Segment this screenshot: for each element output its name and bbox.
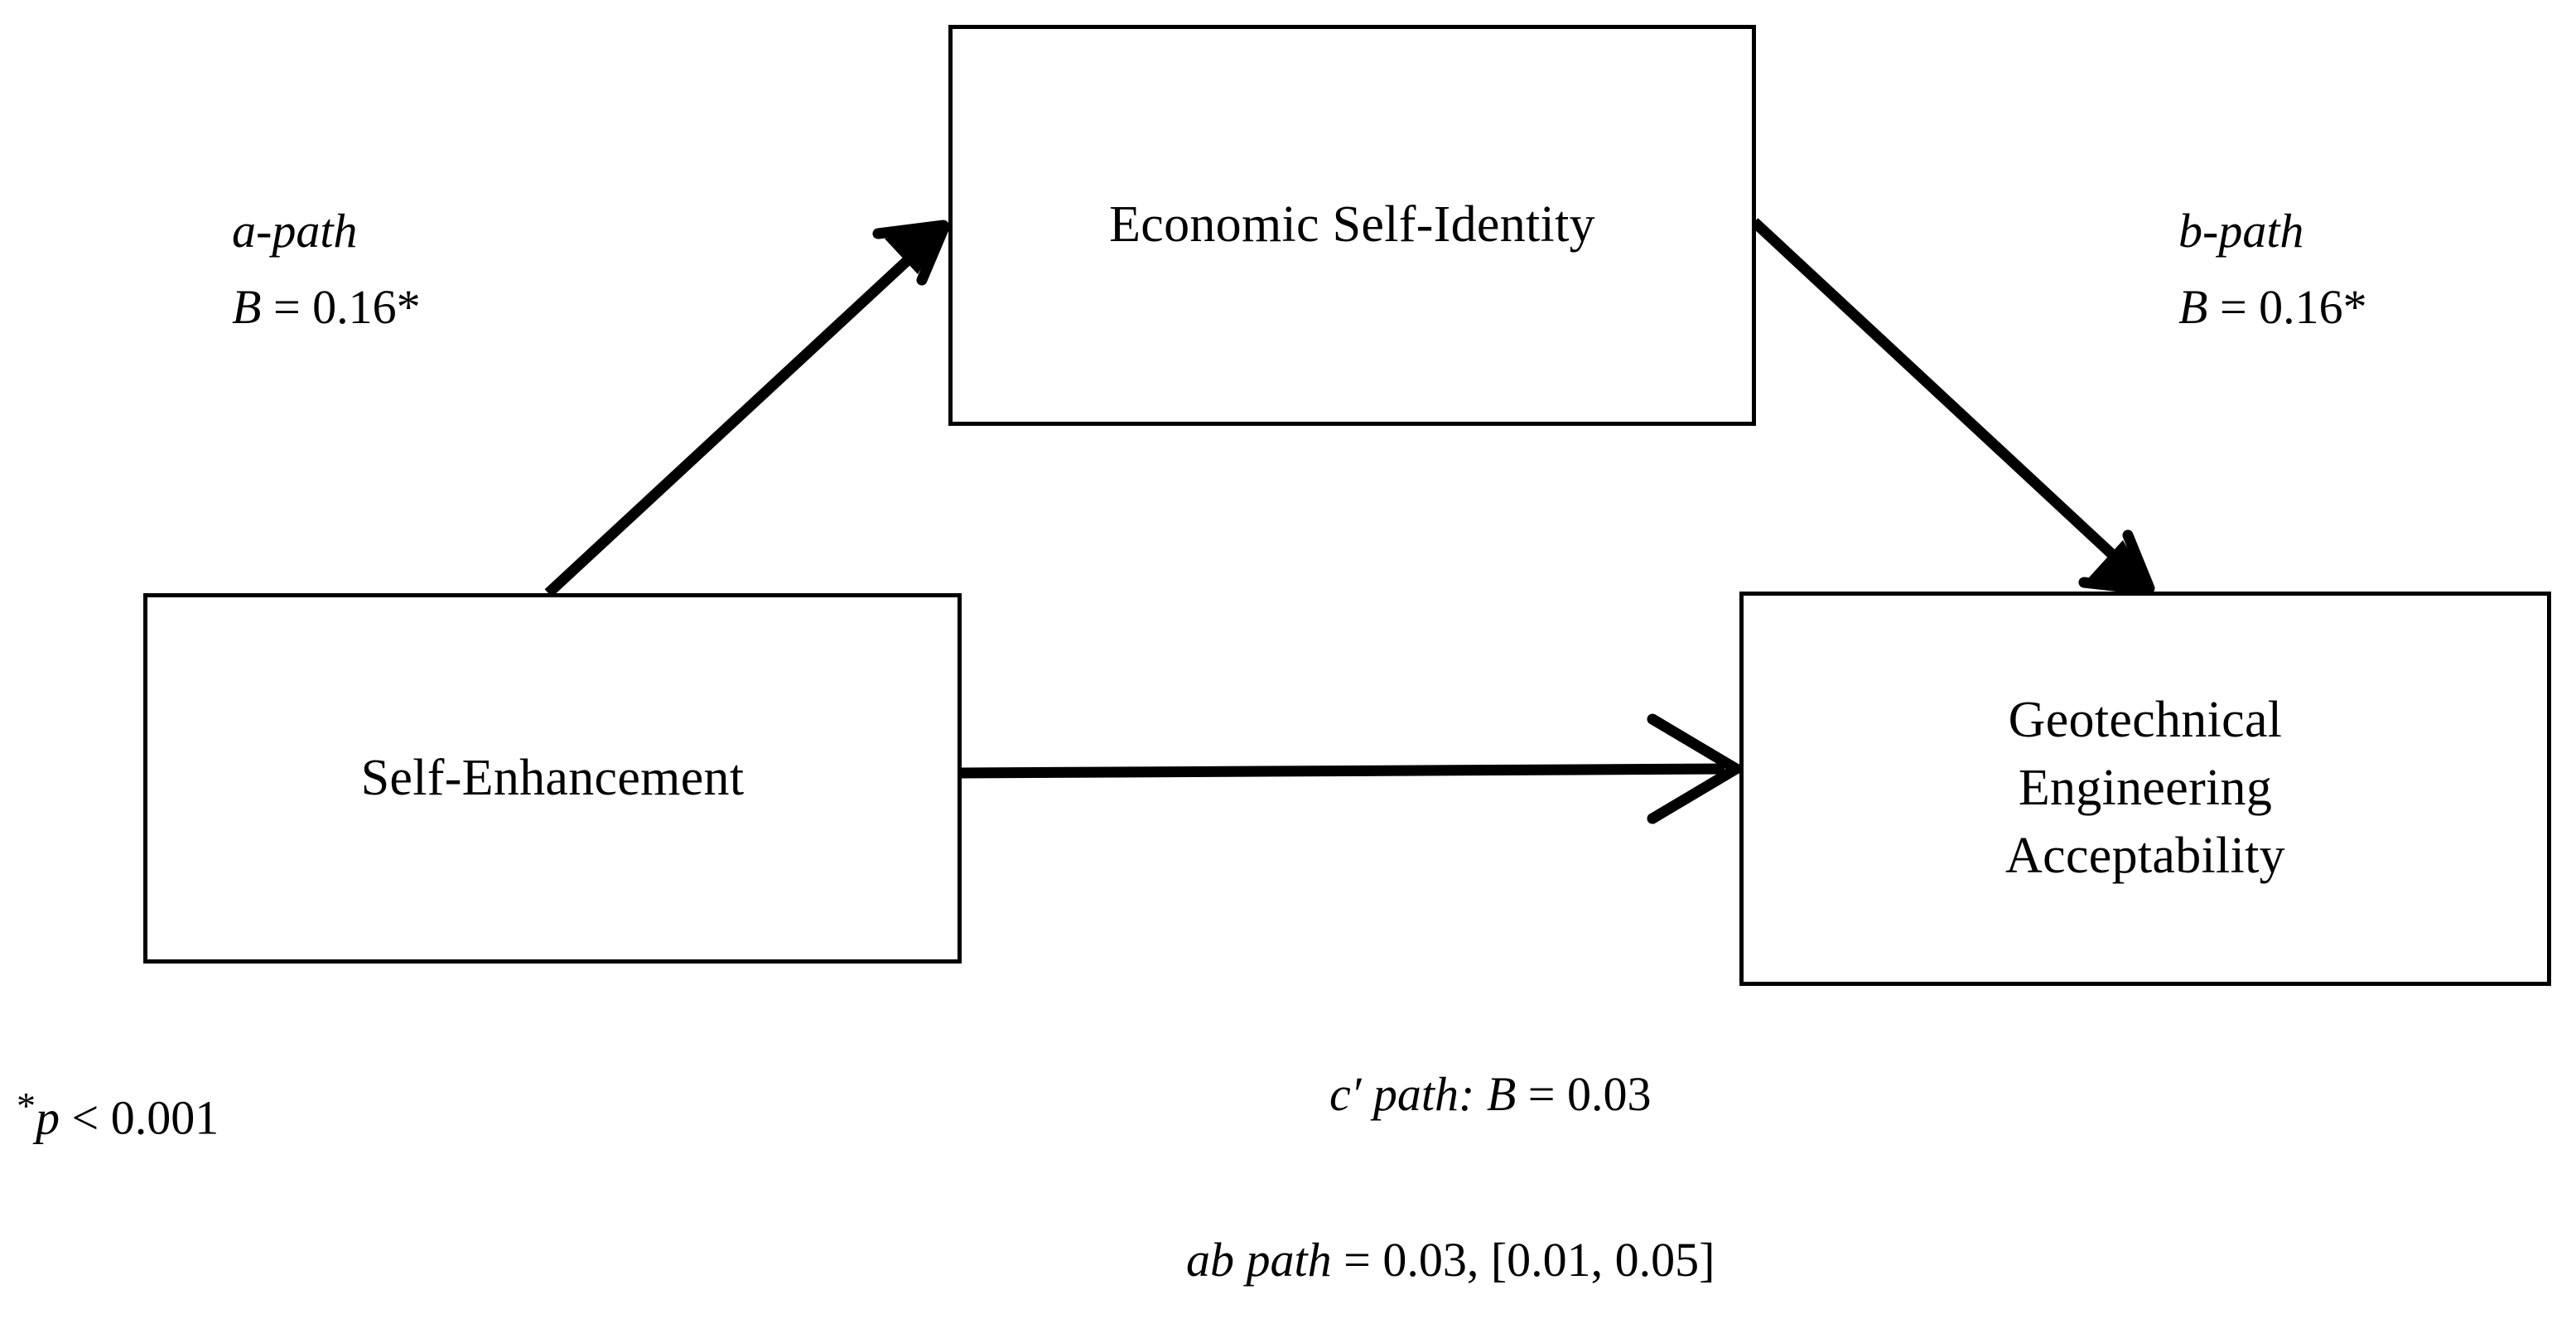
- b-path-coefficient-symbol: B: [2178, 280, 2208, 334]
- b-path-coefficient: B = 0.16*: [2178, 283, 2367, 331]
- ab-path-prefix: ab path: [1186, 1233, 1332, 1287]
- c-prime-path-label: c′ path: B = 0.03: [1329, 1070, 1652, 1118]
- c-prime-path-equals: =: [1527, 1067, 1556, 1121]
- c-prime-path-value: 0.03: [1567, 1067, 1652, 1121]
- node-mediator-label: Economic Self-Identity: [1109, 196, 1595, 254]
- b-path-label: b-path B = 0.16*: [2178, 207, 2367, 331]
- node-outcome-label: Geotechnical Engineering Acceptability: [2005, 692, 2285, 884]
- a-path-arrow: [544, 220, 950, 597]
- node-predictor: Self-Enhancement: [143, 593, 962, 964]
- b-path-name: b-path: [2178, 204, 2304, 258]
- significance-footnote: *p < 0.001: [17, 1087, 219, 1142]
- ab-path-value: 0.03, [0.01, 0.05]: [1382, 1233, 1715, 1287]
- significance-statistic: p: [36, 1090, 60, 1145]
- a-path-coefficient-symbol: B: [232, 280, 262, 334]
- a-path-value: 0.16*: [312, 280, 421, 334]
- c-prime-path-prefix: c′ path:: [1329, 1067, 1475, 1121]
- ab-path-label: ab path = 0.03, [0.01, 0.05]: [1186, 1236, 1715, 1284]
- b-path-arrow: [1750, 218, 2155, 596]
- c-prime-path-coefficient-symbol: B: [1486, 1067, 1517, 1121]
- b-path-value: 0.16*: [2259, 280, 2367, 334]
- node-outcome: Geotechnical Engineering Acceptability: [1739, 592, 2551, 986]
- significance-value: 0.001: [110, 1090, 219, 1145]
- a-path-label: a-path B = 0.16*: [232, 207, 421, 331]
- node-mediator: Economic Self-Identity: [948, 25, 1756, 426]
- ab-path-equals: =: [1343, 1233, 1371, 1287]
- b-path-equals: =: [2219, 280, 2247, 334]
- a-path-name: a-path: [232, 204, 358, 258]
- a-path-equals: =: [273, 280, 301, 334]
- c-prime-path-arrow: [961, 713, 1742, 824]
- node-predictor-label: Self-Enhancement: [360, 749, 745, 806]
- significance-operator: <: [71, 1090, 99, 1145]
- significance-star: *: [17, 1084, 36, 1127]
- a-path-coefficient: B = 0.16*: [232, 283, 421, 331]
